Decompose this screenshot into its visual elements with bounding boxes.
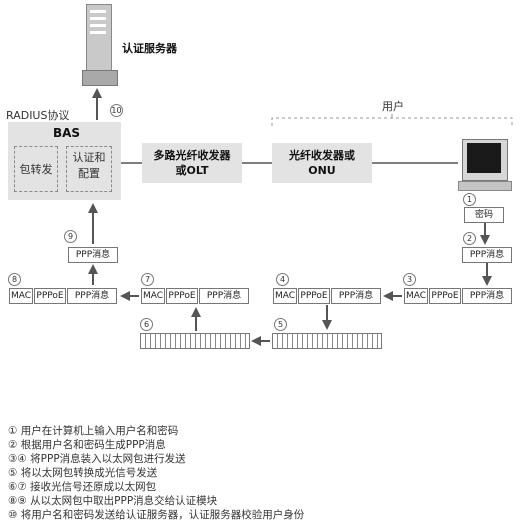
ppp-field-step3: PPP消息 — [462, 288, 512, 304]
legend-item-3: ③④ 将PPP消息装入以太网包进行发送 — [8, 453, 186, 465]
pppoe-field-step3: PPPoE — [429, 288, 461, 304]
mac-field-step4: MAC — [273, 288, 297, 304]
user-label: 用户 — [382, 100, 404, 113]
ppp-message-step2: PPP消息 — [462, 247, 512, 263]
step-10-marker: 10 — [110, 104, 123, 117]
computer-icon — [458, 139, 512, 197]
legend-item-5: ⑥⑦ 接收光信号还原成以太网包 — [8, 481, 157, 493]
legend-item-6: ⑧⑨ 从以太网包中取出PPP消息交给认证模块 — [8, 495, 218, 507]
step-3-marker: 3 — [403, 273, 416, 286]
server-label: 认证服务器 — [122, 42, 177, 55]
forwarding-label: 包转发 — [19, 163, 53, 176]
step-2-marker: 2 — [463, 232, 476, 245]
onu-box: 光纤收发器或ONU — [272, 143, 372, 183]
server-icon — [82, 4, 118, 86]
legend-item-7: ⑩ 将用户名和密码发送给认证服务器，认证服务器校验用户身份 — [8, 509, 305, 521]
step-8-marker: 8 — [8, 273, 21, 286]
mac-field-step3: MAC — [404, 288, 428, 304]
olt-label: 多路光纤收发器或OLT — [153, 149, 231, 177]
mac-field-step7: MAC — [141, 288, 165, 304]
ppp-field-step4: PPP消息 — [331, 288, 381, 304]
step-7-marker: 7 — [141, 273, 154, 286]
mac-field-step8: MAC — [9, 288, 33, 304]
ppp-field-step7: PPP消息 — [199, 288, 249, 304]
ppp-field-step8: PPP消息 — [67, 288, 117, 304]
step-5-marker: 5 — [274, 318, 287, 331]
step-4-marker: 4 — [276, 273, 289, 286]
pppoe-field-step4: PPPoE — [298, 288, 330, 304]
legend-item-2: ② 根据用户名和密码生成PPP消息 — [8, 439, 166, 451]
bas-title: BAS — [53, 126, 81, 140]
pppoe-field-step7: PPPoE — [166, 288, 198, 304]
password-box: 密码 — [464, 207, 504, 223]
auth-module: 认证和配置 — [66, 146, 112, 192]
auth-label: 认证和配置 — [72, 151, 106, 180]
ppp-message-step9: PPP消息 — [68, 247, 118, 263]
step-1-marker: 1 — [463, 193, 476, 206]
forwarding-module: 包转发 — [14, 146, 58, 192]
step-9-marker: 9 — [64, 230, 77, 243]
radius-label: RADIUS协议 — [6, 109, 70, 122]
optical-signal-step5 — [272, 333, 382, 349]
onu-label: 光纤收发器或ONU — [289, 149, 355, 177]
legend-item-4: ⑤ 将以太网包转换成光信号发送 — [8, 467, 158, 479]
olt-box: 多路光纤收发器或OLT — [142, 143, 242, 183]
step-6-marker: 6 — [140, 318, 153, 331]
optical-signal-step6 — [140, 333, 250, 349]
legend-item-1: ① 用户在计算机上输入用户名和密码 — [8, 425, 179, 437]
pppoe-field-step8: PPPoE — [34, 288, 66, 304]
bas-box: BAS 包转发 认证和配置 — [8, 122, 121, 200]
